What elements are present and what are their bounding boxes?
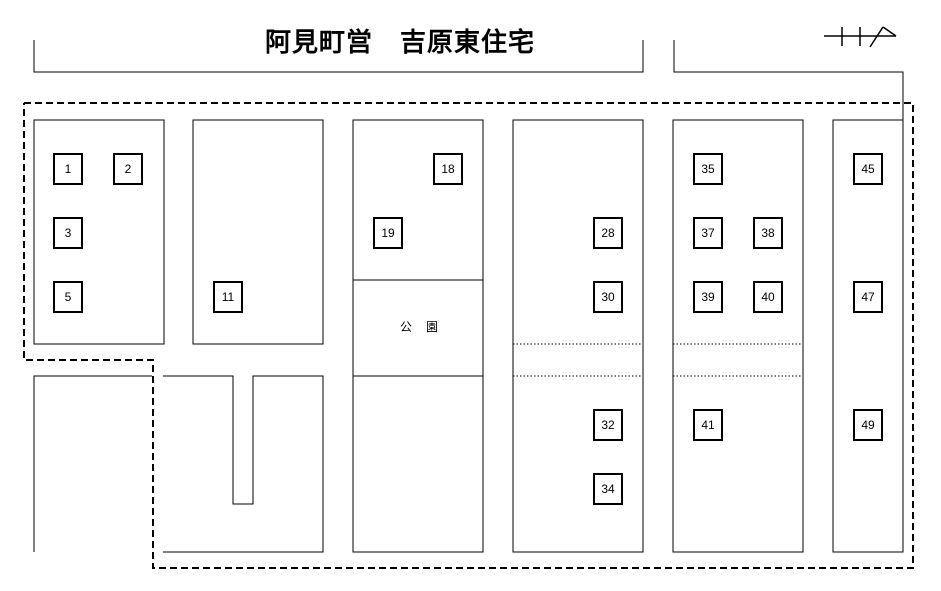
unit-1: 1: [53, 153, 83, 185]
block-b-north: [192, 119, 324, 345]
block-d: [512, 119, 644, 553]
unit-45: 45: [853, 153, 883, 185]
unit-37: 37: [693, 217, 723, 249]
block-c-north: [352, 119, 484, 281]
unit-3: 3: [53, 217, 83, 249]
block-c-park: [352, 279, 484, 377]
unit-2: 2: [113, 153, 143, 185]
block-e: [672, 119, 804, 553]
site-boundary: [23, 102, 914, 569]
blocks: [33, 119, 904, 553]
unit-18: 18: [433, 153, 463, 185]
dotted-lines: [513, 343, 803, 377]
unit-40: 40: [753, 281, 783, 313]
north-arrow-icon: [824, 26, 897, 48]
unit-34: 34: [593, 473, 623, 505]
unit-35: 35: [693, 153, 723, 185]
block-a-north: [33, 119, 165, 345]
unit-19: 19: [373, 217, 403, 249]
park-label: 公園: [399, 320, 452, 334]
unit-38: 38: [753, 217, 783, 249]
block-c-south: [352, 376, 484, 553]
unit-47: 47: [853, 281, 883, 313]
unit-39: 39: [693, 281, 723, 313]
block-a-south: [33, 375, 152, 552]
page-title: 阿見町営 吉原東住宅: [264, 28, 535, 58]
block-f: [832, 119, 904, 553]
unit-32: 32: [593, 409, 623, 441]
unit-41: 41: [693, 409, 723, 441]
block-b-south: [163, 375, 324, 553]
unit-5: 5: [53, 281, 83, 313]
road-lines: [33, 40, 904, 125]
unit-49: 49: [853, 409, 883, 441]
unit-28: 28: [593, 217, 623, 249]
unit-11: 11: [213, 281, 243, 313]
unit-30: 30: [593, 281, 623, 313]
